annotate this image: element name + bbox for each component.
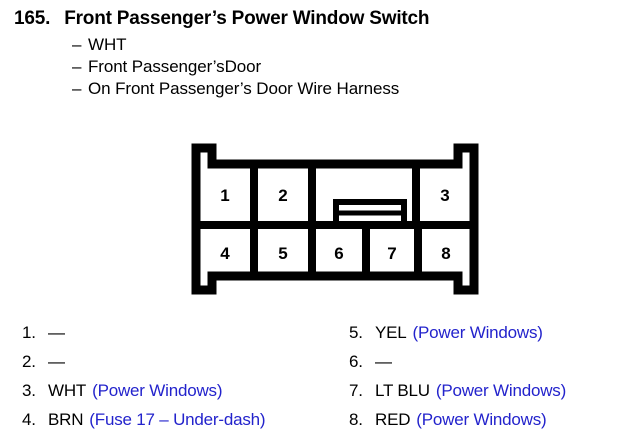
detail-label: Front Passenger’sDoor xyxy=(88,57,262,76)
detail-item-location: – Front Passenger’sDoor xyxy=(0,56,638,78)
pin-number-8: 8 xyxy=(441,244,450,263)
legend-wire: LT BLU xyxy=(375,381,430,400)
legend-circuit: (Power Windows) xyxy=(92,381,223,400)
legend-wire: RED xyxy=(375,410,411,429)
pin-legend: 1. — 2. — 3. WHT (Power Windows) 4. BRN … xyxy=(0,318,638,434)
pin-number-4: 4 xyxy=(220,244,230,263)
legend-circuit: (Power Windows) xyxy=(416,410,547,429)
pin-legend-column-right: 5. YEL (Power Windows) 6. — 7. LT BLU (P… xyxy=(319,318,638,434)
legend-row-pin-6: 6. — xyxy=(349,347,638,376)
legend-index: 6. xyxy=(349,352,363,371)
legend-index: 4. xyxy=(22,410,36,429)
legend-row-pin-4: 4. BRN (Fuse 17 – Under-dash) xyxy=(22,405,319,434)
legend-circuit: (Power Windows) xyxy=(412,323,543,342)
detail-label: On Front Passenger’s Door Wire Harness xyxy=(88,79,400,98)
legend-index: 5. xyxy=(349,323,363,342)
connector-outline-svg: 1 2 3 4 5 6 7 8 xyxy=(191,143,479,295)
legend-row-pin-1: 1. — xyxy=(22,318,319,347)
legend-index: 7. xyxy=(349,381,363,400)
detail-dash: – xyxy=(72,57,82,76)
legend-index: 2. xyxy=(22,352,36,371)
housing-outline xyxy=(191,143,479,295)
pin-number-1: 1 xyxy=(220,186,229,205)
legend-wire: — xyxy=(48,352,65,371)
legend-row-pin-3: 3. WHT (Power Windows) xyxy=(22,376,319,405)
pin-number-2: 2 xyxy=(278,186,287,205)
legend-row-pin-2: 2. — xyxy=(22,347,319,376)
legend-row-pin-5: 5. YEL (Power Windows) xyxy=(349,318,638,347)
pin-number-7: 7 xyxy=(387,244,396,263)
legend-row-pin-8: 8. RED (Power Windows) xyxy=(349,405,638,434)
detail-item-wire-color: – WHT xyxy=(0,34,638,56)
legend-index: 1. xyxy=(22,323,36,342)
legend-circuit: (Power Windows) xyxy=(435,381,567,400)
legend-wire: — xyxy=(375,352,392,371)
legend-index: 8. xyxy=(349,410,363,429)
detail-label: WHT xyxy=(88,35,127,54)
legend-wire: YEL xyxy=(375,323,407,342)
pin-number-3: 3 xyxy=(440,186,449,205)
page-title: Front Passenger’s Power Window Switch xyxy=(64,8,430,29)
legend-row-pin-7: 7. LT BLU (Power Windows) xyxy=(349,376,638,405)
legend-wire: WHT xyxy=(48,381,87,400)
pin-number-5: 5 xyxy=(278,244,287,263)
pin-number-6: 6 xyxy=(334,244,343,263)
detail-dash: – xyxy=(72,35,82,54)
connector-diagram: 1 2 3 4 5 6 7 8 xyxy=(190,142,480,307)
detail-list: – WHT – Front Passenger’sDoor – On Front… xyxy=(0,34,638,100)
legend-wire: BRN xyxy=(48,410,84,429)
detail-item-harness: – On Front Passenger’s Door Wire Harness xyxy=(0,78,638,100)
item-number: 165. xyxy=(14,8,51,29)
detail-dash: – xyxy=(72,79,82,98)
legend-circuit: (Fuse 17 – Under-dash) xyxy=(89,410,266,429)
pin-legend-column-left: 1. — 2. — 3. WHT (Power Windows) 4. BRN … xyxy=(0,318,319,434)
page-title-row: 165. Front Passenger’s Power Window Swit… xyxy=(0,0,638,30)
legend-wire: — xyxy=(48,323,65,342)
header-block: 165. Front Passenger’s Power Window Swit… xyxy=(0,0,638,100)
legend-index: 3. xyxy=(22,381,36,400)
